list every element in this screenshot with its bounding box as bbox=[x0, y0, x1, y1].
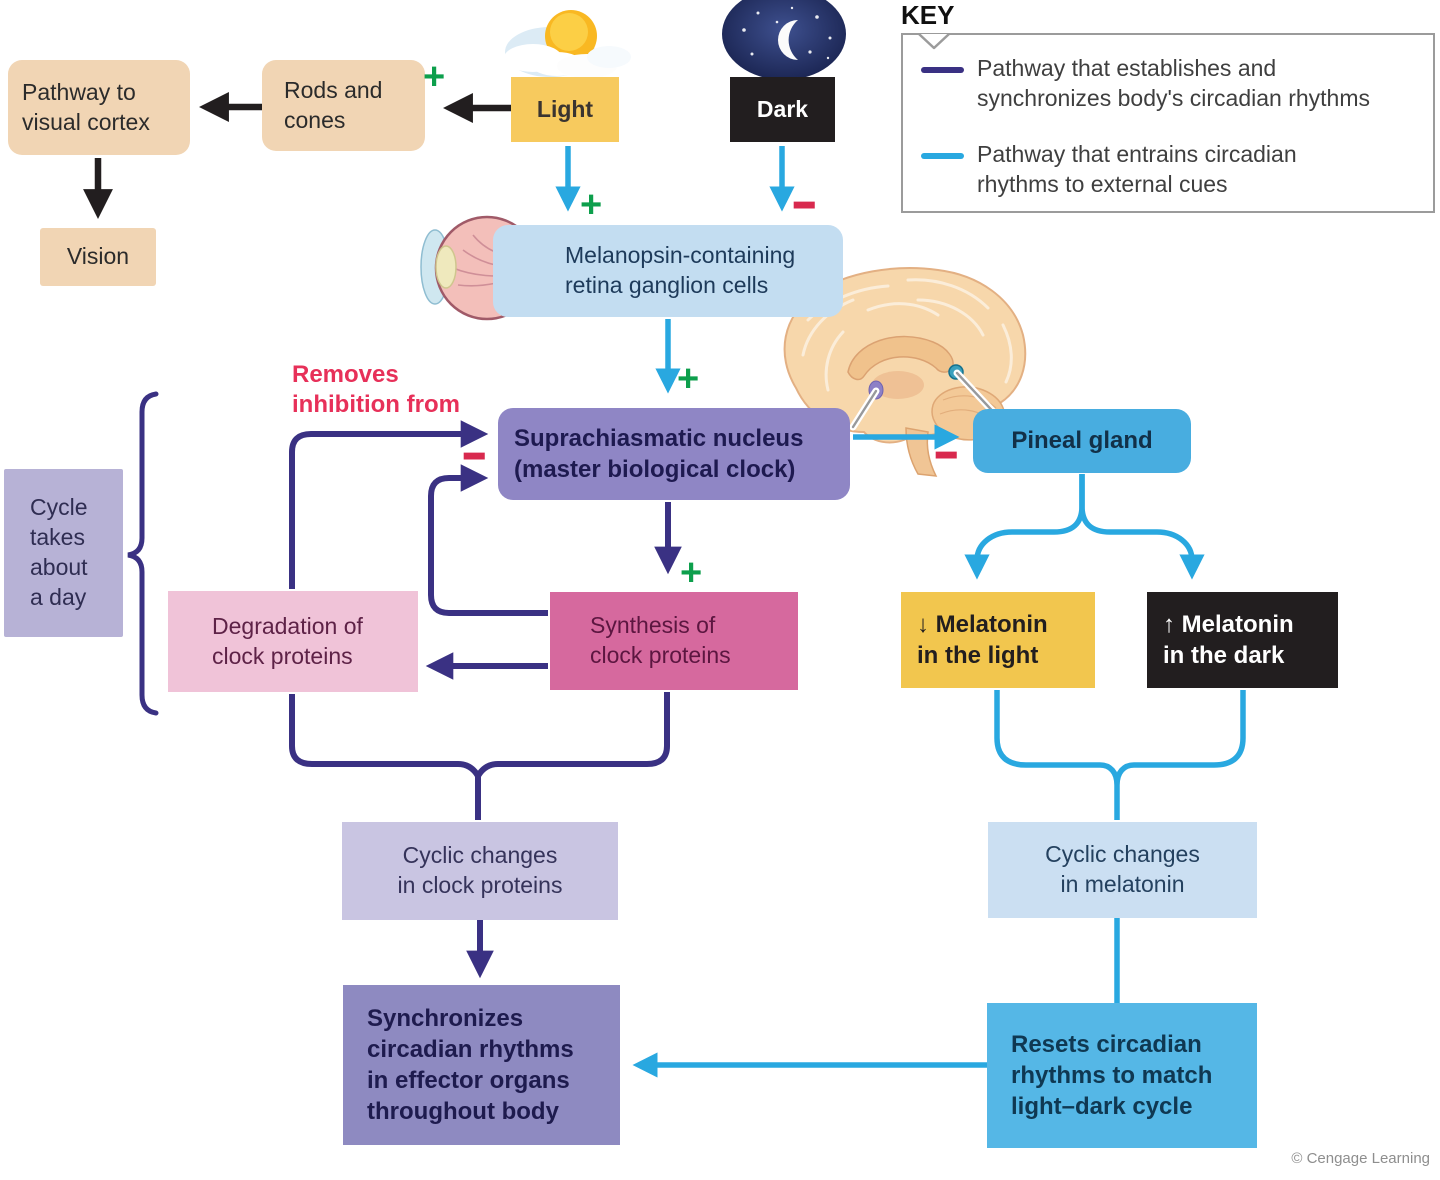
cycle-duration-brace bbox=[127, 391, 159, 716]
sun-clouds-icon bbox=[505, 10, 631, 78]
plus-sign-melanopsin-scn: + bbox=[677, 358, 700, 400]
minus-sign-dark-input: − bbox=[792, 169, 817, 240]
line-melatonin-light-down bbox=[994, 690, 1100, 768]
entrain-pathway-swatch bbox=[921, 153, 964, 159]
line-synthesis-down bbox=[475, 692, 670, 778]
line-degradation-down bbox=[289, 694, 481, 778]
establish-pathway-swatch bbox=[921, 67, 964, 73]
minus-sign-scn-pineal: − bbox=[934, 419, 959, 490]
node-pineal: Pineal gland bbox=[973, 409, 1191, 473]
moon-night-icon bbox=[722, 0, 846, 80]
node-synthesis: Synthesis of clock proteins bbox=[550, 592, 798, 690]
node-melatonin-dark: ↑ Melatonin in the dark bbox=[1147, 592, 1338, 688]
plus-sign-scn-synthesis: + bbox=[680, 552, 703, 594]
merge-stem-melatonin bbox=[1099, 762, 1135, 820]
key-title: KEY bbox=[901, 0, 955, 30]
node-degradation: Degradation of clock proteins bbox=[168, 591, 418, 692]
plus-sign-rods-cones: + bbox=[423, 56, 446, 98]
establish-pathway-label: Pathway that establishes and synchronize… bbox=[977, 55, 1370, 112]
arrow-degradation-loop-to-scn bbox=[289, 420, 489, 589]
node-melanopsin: Melanopsin-containing retina ganglion ce… bbox=[493, 225, 843, 317]
node-scn: Suprachiasmatic nucleus (master biologic… bbox=[498, 408, 850, 500]
node-pathway-visual-cortex: Pathway to visual cortex bbox=[8, 60, 190, 155]
arrow-synthesis-loop-to-scn bbox=[428, 464, 548, 616]
callout-scn-line bbox=[851, 389, 878, 429]
key-notch bbox=[918, 33, 950, 50]
node-dark: Dark bbox=[730, 77, 835, 142]
copyright-notice: © Cengage Learning bbox=[1291, 1150, 1430, 1167]
node-vision: Vision bbox=[40, 228, 156, 286]
node-cyclic-melatonin: Cyclic changes in melatonin bbox=[988, 822, 1257, 918]
plus-sign-light-input: + bbox=[580, 184, 603, 226]
node-light: Light bbox=[511, 77, 619, 142]
node-rods-cones: Rods and cones bbox=[262, 60, 425, 151]
removes-inhibition-label: Removes inhibition from bbox=[292, 361, 460, 418]
entrain-pathway-label: Pathway that entrains circadian rhythms … bbox=[977, 141, 1297, 198]
node-cyclic-clock: Cyclic changes in clock proteins bbox=[342, 822, 618, 920]
node-synchronizes: Synchronizes circadian rhythms in effect… bbox=[343, 985, 620, 1145]
node-cycle-duration: Cycle takes about a day bbox=[4, 469, 123, 637]
line-melatonin-dark-down bbox=[1134, 690, 1246, 768]
key-legend: Pathway that establishes and synchronize… bbox=[901, 33, 1435, 213]
minus-sign-synthesis-scn: − bbox=[462, 420, 487, 491]
node-melatonin-light: ↓ Melatonin in the light bbox=[901, 592, 1095, 688]
arrow-pineal-to-melatonin-light bbox=[964, 474, 1085, 580]
node-resets: Resets circadian rhythms to match light–… bbox=[987, 1003, 1257, 1148]
arrow-pineal-to-melatonin-dark bbox=[1079, 474, 1205, 580]
